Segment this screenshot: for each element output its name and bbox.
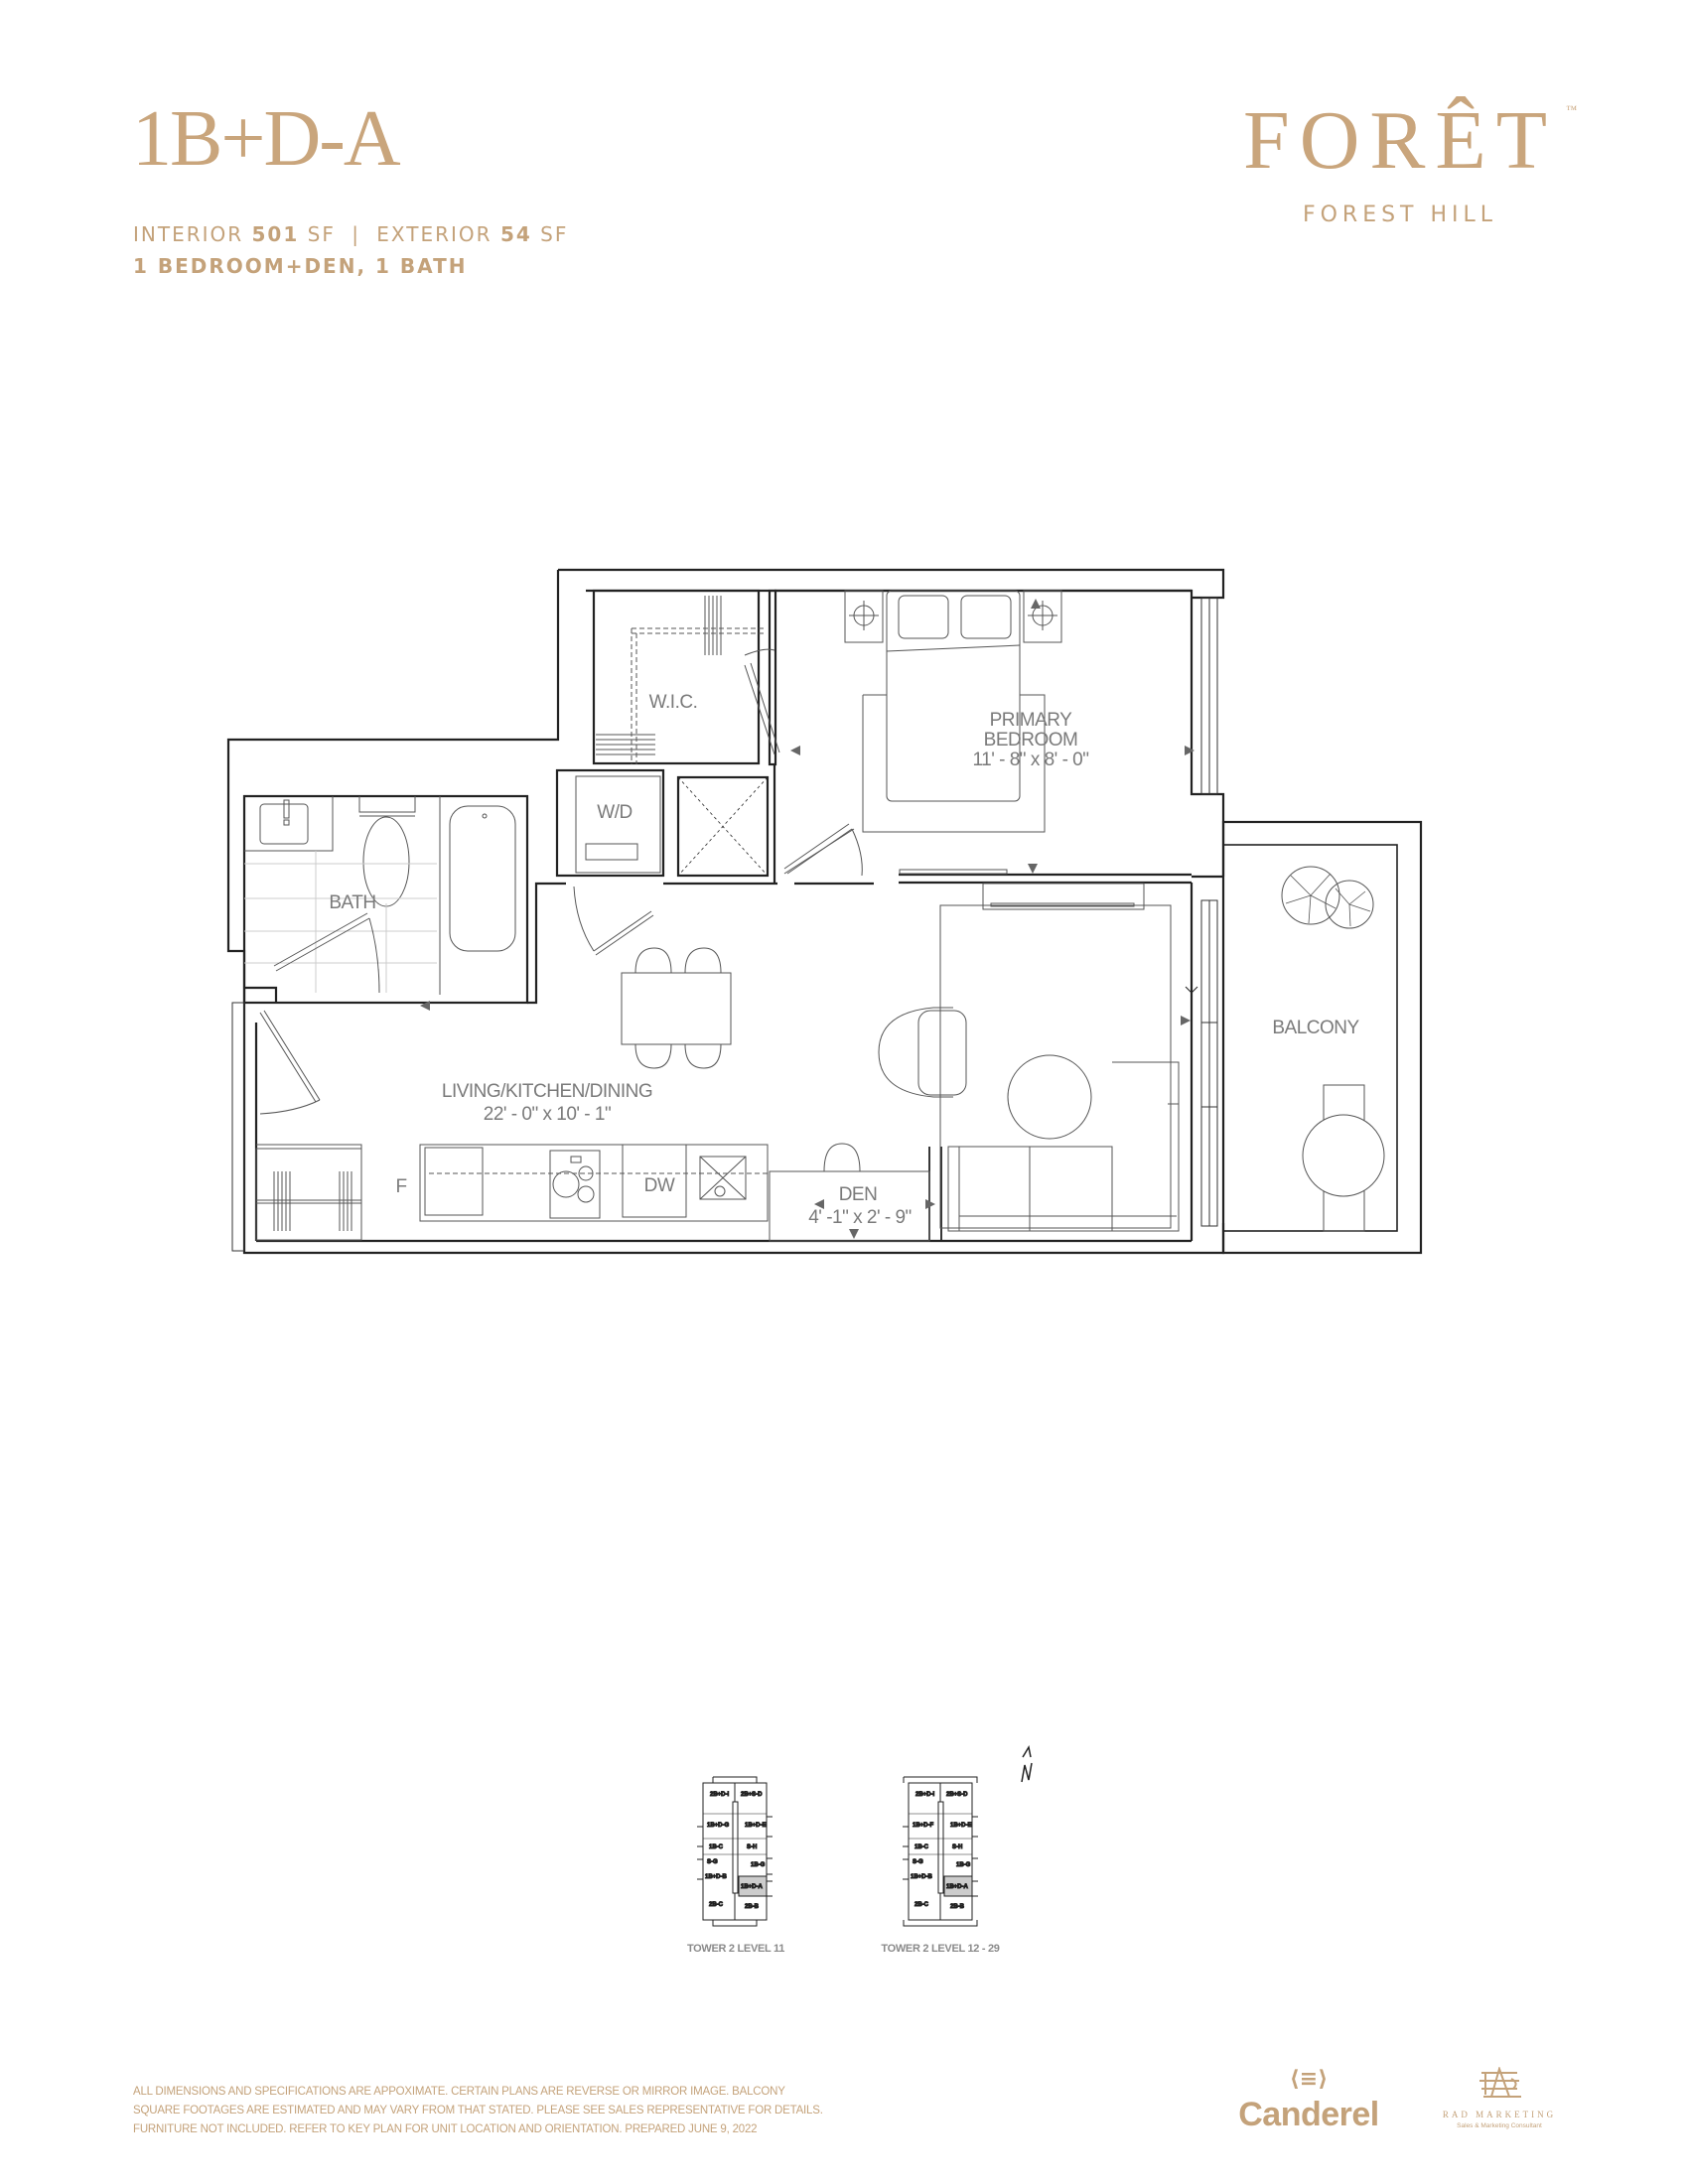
room-label-living: LIVING/KITCHEN/DINING <box>442 1081 652 1102</box>
keyplan-unit: 1B+D-B <box>705 1874 728 1880</box>
room-dimensions-living: 22' - 0" x 10' - 1" <box>484 1104 611 1125</box>
area-separator: | <box>352 222 360 246</box>
keyplan-unit: 1B-C <box>914 1844 929 1850</box>
canderel-mark-icon: ⟨≡⟩ <box>1289 2067 1329 2092</box>
keyplan-level-12-29: 2B+D-I 2B+S-D 1B+D-F 1B+D-E 1B-C S-H S-G… <box>903 1776 978 1927</box>
keyplan-unit: 2B+S-D <box>946 1792 968 1798</box>
brand-subtitle: FOREST HILL <box>1302 203 1498 227</box>
developer-name: Canderel <box>1238 2096 1379 2133</box>
rad-monogram-icon <box>1479 2065 1521 2098</box>
fridge-label: F <box>395 1176 406 1197</box>
keyplan-unit: 1B-G <box>751 1862 766 1868</box>
dishwasher-label: DW <box>644 1175 675 1196</box>
key-plans: 2B+D-I 2B+S-D 1B+D-G 1B+D-E 1B-C S-H S-G… <box>687 1744 1033 1955</box>
room-label-den: DEN <box>839 1184 878 1205</box>
interior-unit: SF <box>307 222 336 246</box>
keyplan-unit: 2B+D-I <box>915 1792 935 1798</box>
keyplan-unit: S-H <box>747 1844 757 1850</box>
keyplan-caption-level-12-29: TOWER 2 LEVEL 12 - 29 <box>881 1943 999 1955</box>
room-label-wd: W/D <box>597 802 632 823</box>
keyplan-unit-highlighted: 1B+D-A <box>741 1884 764 1890</box>
exterior-unit: SF <box>540 222 569 246</box>
keyplan-unit: 2B-C <box>914 1902 929 1908</box>
unit-type: 1 BEDROOM+DEN, 1 BATH <box>133 254 468 278</box>
exterior-label: EXTERIOR <box>376 222 492 246</box>
keyplan-unit: S-H <box>952 1844 962 1850</box>
unit-title: 1B+D-A <box>132 95 401 183</box>
marketing-name: RAD MARKETING <box>1442 2110 1557 2119</box>
keyplan-unit: 1B+D-B <box>911 1874 933 1880</box>
room-label-balcony: BALCONY <box>1272 1018 1359 1038</box>
keyplan-unit: 2B-B <box>745 1904 760 1910</box>
keyplan-caption-level-11: TOWER 2 LEVEL 11 <box>687 1943 784 1955</box>
keyplan-level-11: 2B+D-I 2B+S-D 1B+D-G 1B+D-E 1B-C S-H S-G… <box>697 1776 773 1927</box>
keyplan-unit: 2B+S-D <box>741 1792 763 1798</box>
floor-plan: W.I.C. PRIMARY BEDROOM 11' - 8" x 8' - 0… <box>226 568 1423 1255</box>
disclaimer-line: ALL DIMENSIONS AND SPECIFICATIONS ARE AP… <box>133 2086 785 2098</box>
north-arrow-icon <box>1021 1744 1033 1783</box>
marketing-logo: RAD MARKETING Sales & Marketing Consulta… <box>1430 2065 1569 2129</box>
room-label-primary-line1: PRIMARY <box>990 710 1073 731</box>
developer-logo: ⟨≡⟩ Canderel <box>1219 2065 1398 2134</box>
brand-name-text: FORÊT <box>1242 94 1558 187</box>
disclaimer-line: FURNITURE NOT INCLUDED. REFER TO KEY PLA… <box>133 2123 758 2135</box>
room-label-primary-line2: BEDROOM <box>984 730 1078 751</box>
keyplan-unit: 1B+D-F <box>913 1823 934 1829</box>
keyplan-unit: 1B-G <box>956 1862 971 1868</box>
keyplan-unit: 2B+D-I <box>710 1792 730 1798</box>
keyplan-unit: S-G <box>707 1859 718 1865</box>
unit-area-info: INTERIOR 501 SF | EXTERIOR 54 SF 1 BEDRO… <box>133 218 568 282</box>
trademark-symbol: ™ <box>1566 104 1578 116</box>
keyplan-unit: 1B+D-E <box>950 1823 972 1829</box>
keyplan-unit: S-G <box>913 1859 923 1865</box>
keyplan-unit: 2B-B <box>950 1904 965 1910</box>
keyplan-unit-highlighted: 1B+D-A <box>946 1884 969 1890</box>
room-dimensions-primary: 11' - 8" x 8' - 0" <box>973 750 1089 770</box>
keyplan-unit: 1B+D-G <box>707 1823 730 1829</box>
interior-value: 501 <box>251 222 300 246</box>
keyplan-unit: 1B-C <box>709 1844 724 1850</box>
keyplan-unit: 2B-C <box>709 1902 724 1908</box>
disclaimer: ALL DIMENSIONS AND SPECIFICATIONS ARE AP… <box>133 2083 888 2139</box>
keyplan-unit: 1B+D-E <box>745 1823 767 1829</box>
marketing-subtitle: Sales & Marketing Consultant <box>1457 2122 1542 2129</box>
room-dimensions-den: 4' -1" x 2' - 9" <box>808 1207 912 1228</box>
exterior-value: 54 <box>499 222 532 246</box>
area-line: INTERIOR 501 SF | EXTERIOR 54 SF <box>133 218 568 250</box>
disclaimer-line: SQUARE FOOTAGES ARE ESTIMATED AND MAY VA… <box>133 2105 823 2116</box>
interior-label: INTERIOR <box>133 222 244 246</box>
room-label-wic: W.I.C. <box>649 692 698 713</box>
room-label-bath: BATH <box>329 892 375 913</box>
